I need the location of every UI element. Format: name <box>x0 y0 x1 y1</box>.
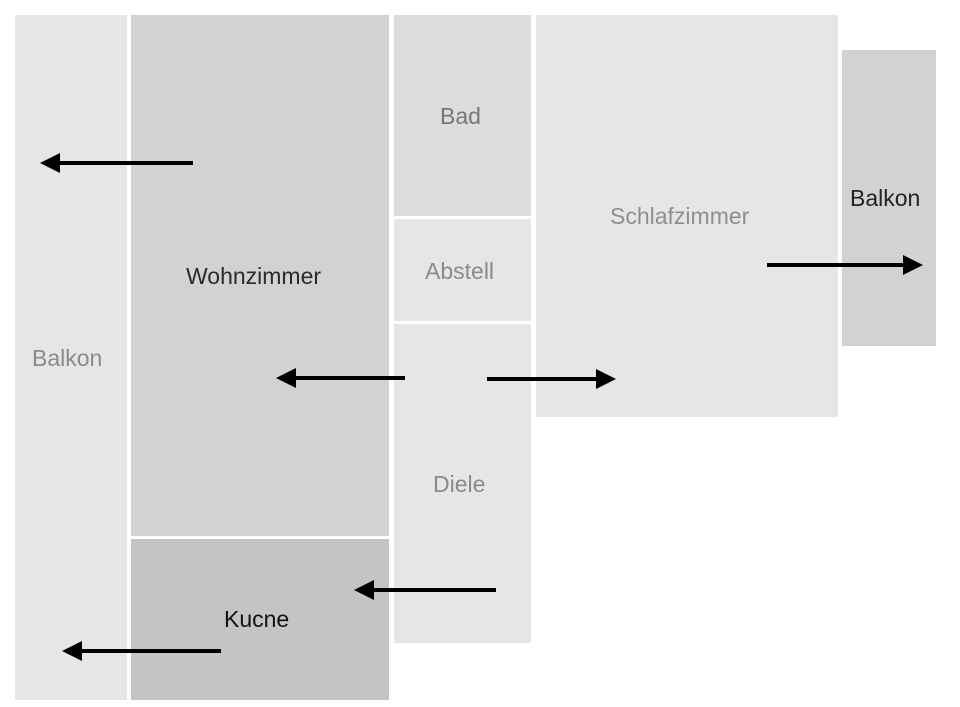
label-bad: Bad <box>440 103 481 129</box>
label-kueche: Kucne <box>224 606 290 632</box>
label-wohnzimmer: Wohnzimmer <box>186 263 322 289</box>
room-abstell <box>394 219 531 321</box>
room-kueche <box>131 539 389 700</box>
room-wohnzimmer <box>131 15 389 536</box>
label-balkon-right: Balkon <box>850 185 921 211</box>
room-balkon-left <box>15 15 127 700</box>
room-balkon-right <box>842 50 936 346</box>
label-balkon-left: Balkon <box>32 345 103 371</box>
room-schlafzimmer <box>536 15 838 417</box>
label-diele: Diele <box>433 471 486 497</box>
label-abstell: Abstell <box>425 258 495 284</box>
room-bad <box>394 15 531 216</box>
label-schlafzimmer: Schlafzimmer <box>610 203 750 229</box>
